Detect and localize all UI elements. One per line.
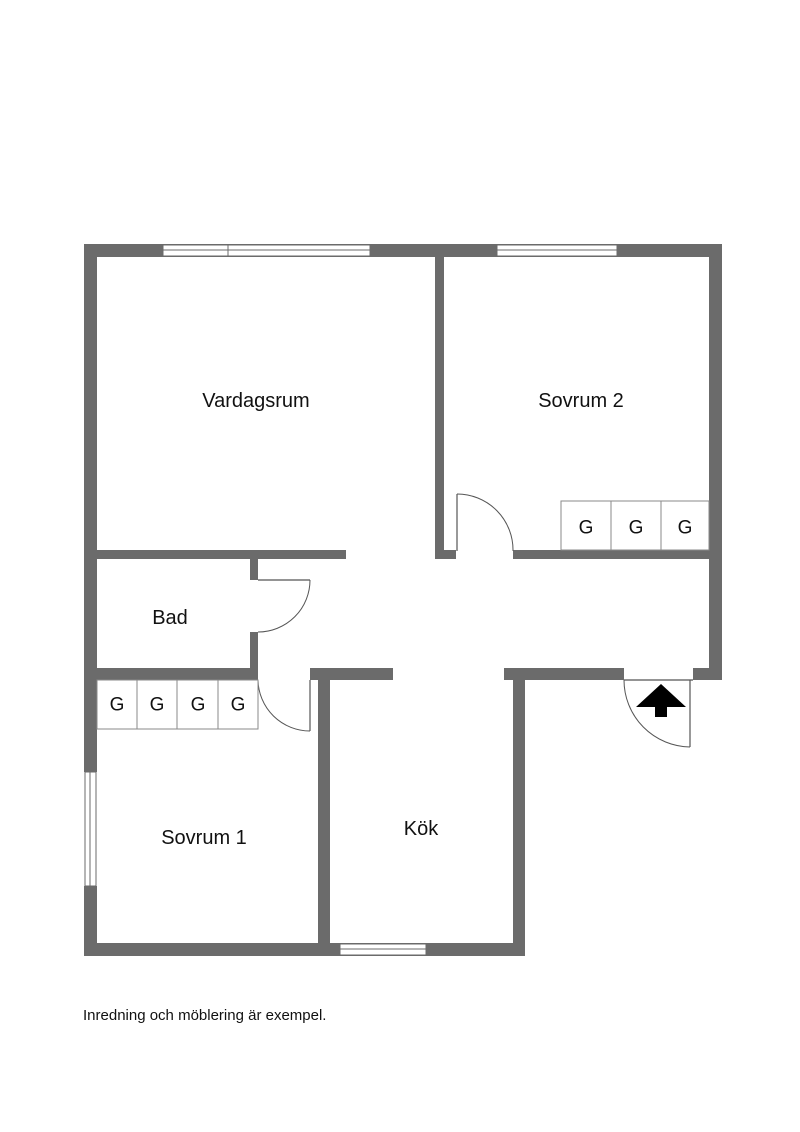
wardrobe	[96, 679, 138, 730]
room-label-kitchen: Kök	[404, 818, 439, 840]
door-bathroom	[257, 579, 311, 633]
room-label-bedroom-2: Sovrum 2	[538, 390, 624, 412]
entrance-arrow-icon	[636, 684, 686, 717]
wardrobe	[176, 679, 219, 730]
window-bedroom-1	[84, 771, 97, 887]
footnote: Inredning och möblering är exempel.	[83, 1007, 327, 1024]
door-bedroom-2	[456, 493, 514, 552]
wardrobe	[560, 500, 612, 551]
wardrobe-label: G	[678, 518, 693, 539]
room-label-living-room: Vardagsrum	[202, 390, 309, 412]
wardrobe-label: G	[231, 695, 246, 716]
wardrobe-label: G	[110, 695, 125, 716]
wardrobe-label: G	[150, 695, 165, 716]
room-label-bathroom: Bad	[152, 607, 188, 629]
walls	[84, 244, 722, 956]
wardrobes-bedroom-1: G G G G	[96, 679, 259, 730]
room-label-bedroom-1: Sovrum 1	[161, 827, 247, 849]
window-bedroom-2	[496, 244, 618, 257]
wardrobe-label: G	[629, 518, 644, 539]
window-living-room	[162, 244, 371, 257]
wardrobe	[610, 500, 662, 551]
door-bedroom-1	[257, 679, 311, 732]
door-entrance	[623, 679, 693, 748]
wardrobes-bedroom-2: G G G	[560, 500, 710, 551]
wardrobe	[217, 679, 259, 730]
wardrobe-label: G	[191, 695, 206, 716]
wardrobe-label: G	[579, 518, 594, 539]
windows	[84, 244, 618, 956]
window-kitchen	[339, 943, 427, 956]
wardrobe	[660, 500, 710, 551]
doors	[257, 493, 693, 748]
